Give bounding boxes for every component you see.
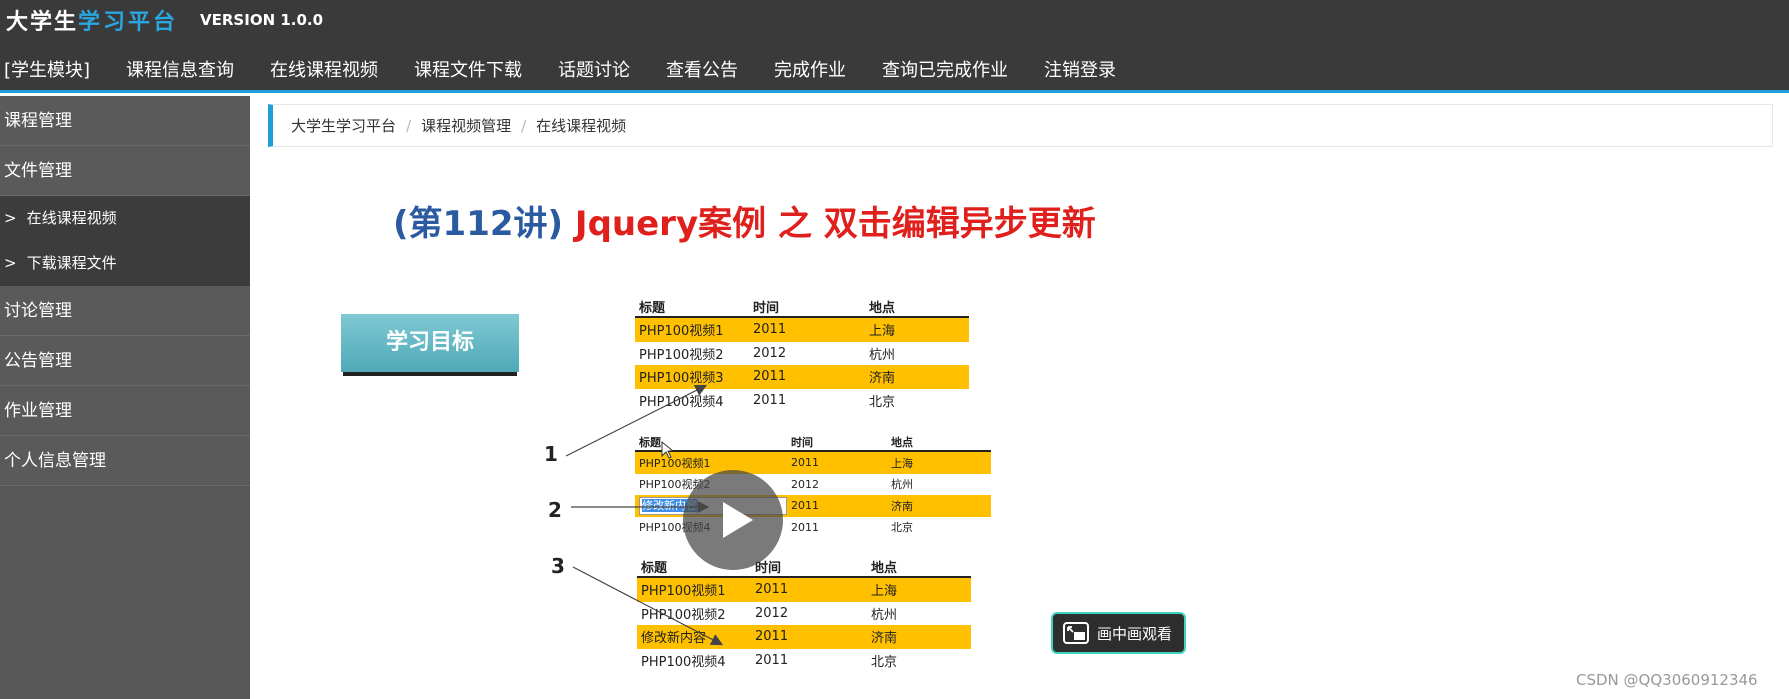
brand-main: 大学生 xyxy=(6,10,79,35)
sidebar-item-profile-mgmt[interactable]: 个人信息管理 xyxy=(0,436,250,486)
slide-title-open: (第 xyxy=(393,204,443,244)
learning-goal-banner: 学习目标 xyxy=(341,314,519,372)
nav-student-module[interactable]: [学生模块] xyxy=(4,60,91,81)
watermark: CSDN @QQ3060912346 xyxy=(1576,671,1758,689)
breadcrumb-separator: / xyxy=(521,116,527,135)
top-nav: [学生模块] 课程信息查询 在线课程视频 课程文件下载 话题讨论 查看公告 完成… xyxy=(0,52,1134,86)
col-time: 时间 xyxy=(753,300,780,316)
col-time: 时间 xyxy=(755,560,782,576)
picture-in-picture-icon xyxy=(1063,622,1089,644)
col-title: 标题 xyxy=(641,560,668,576)
sidebar-item-homework-mgmt[interactable]: 作业管理 xyxy=(0,386,250,436)
sidebar-item-file-mgmt[interactable]: 文件管理 xyxy=(0,146,250,196)
slide-title-number: 112 xyxy=(442,204,514,244)
breadcrumb-video-mgmt[interactable]: 课程视频管理 xyxy=(421,117,512,135)
slide-title-close: 讲) xyxy=(513,204,575,244)
nav-course-info[interactable]: 课程信息查询 xyxy=(126,60,235,81)
brand-accent: 学习平台 xyxy=(78,10,179,35)
col-title: 标题 xyxy=(639,300,666,316)
nav-completed-homework[interactable]: 查询已完成作业 xyxy=(882,60,1009,81)
video-player[interactable]: (第112讲) Jquery案例 之 双击编辑异步更新 学习目标 标题 时间 地点 … xyxy=(283,180,1187,699)
pip-label: 画中画观看 xyxy=(1097,624,1173,643)
col-title: 标题 xyxy=(639,436,661,449)
sidebar-subitem-label: 在线课程视频 xyxy=(26,209,117,227)
step-number-3: 3 xyxy=(551,554,565,578)
chevron-right-icon: > xyxy=(4,254,17,272)
sidebar: 课程管理 文件管理 > 在线课程视频 > 下载课程文件 讨论管理 公告管理 作业管理… xyxy=(0,96,250,699)
nav-file-download[interactable]: 课程文件下载 xyxy=(414,60,523,81)
col-time: 时间 xyxy=(791,436,813,449)
brand-logo: 大学生 学习平台 VERSION 1.0.0 xyxy=(6,4,323,36)
nav-logout[interactable]: 注销登录 xyxy=(1044,60,1117,81)
chevron-right-icon: > xyxy=(4,209,17,227)
sidebar-subitem-label: 下载课程文件 xyxy=(26,254,117,272)
breadcrumb: 大学生学习平台 / 课程视频管理 / 在线课程视频 xyxy=(268,104,1773,147)
col-place: 地点 xyxy=(871,560,898,576)
version-label: VERSION 1.0.0 xyxy=(200,11,324,29)
nav-announcements[interactable]: 查看公告 xyxy=(666,60,739,81)
slide-title-jquery: Jquery xyxy=(574,204,699,244)
breadcrumb-home[interactable]: 大学生学习平台 xyxy=(291,117,397,135)
sidebar-subitem-download-files[interactable]: > 下载课程文件 xyxy=(0,241,250,286)
sidebar-item-announcement-mgmt[interactable]: 公告管理 xyxy=(0,336,250,386)
slide-title: (第112讲) Jquery案例 之 双击编辑异步更新 xyxy=(393,196,1096,245)
play-button[interactable] xyxy=(683,470,783,570)
picture-in-picture-button[interactable]: 画中画观看 xyxy=(1051,612,1186,654)
app-header: 大学生 学习平台 VERSION 1.0.0 [学生模块] 课程信息查询 在线课… xyxy=(0,0,1789,93)
nav-homework[interactable]: 完成作业 xyxy=(774,60,847,81)
nav-online-video[interactable]: 在线课程视频 xyxy=(270,60,379,81)
nav-discussion[interactable]: 话题讨论 xyxy=(558,60,631,81)
slide-title-topic: 案例 之 双击编辑异步更新 xyxy=(698,204,1096,244)
breadcrumb-separator: / xyxy=(406,116,412,135)
breadcrumb-current: 在线课程视频 xyxy=(536,117,627,135)
step-number-1: 1 xyxy=(544,442,558,466)
sidebar-submenu: > 在线课程视频 > 下载课程文件 xyxy=(0,196,250,286)
col-place: 地点 xyxy=(891,436,913,449)
col-place: 地点 xyxy=(869,300,896,316)
step-number-2: 2 xyxy=(548,498,562,522)
sidebar-item-discussion-mgmt[interactable]: 讨论管理 xyxy=(0,286,250,336)
sidebar-subitem-online-video[interactable]: > 在线课程视频 xyxy=(0,196,250,241)
sidebar-item-course-mgmt[interactable]: 课程管理 xyxy=(0,96,250,146)
